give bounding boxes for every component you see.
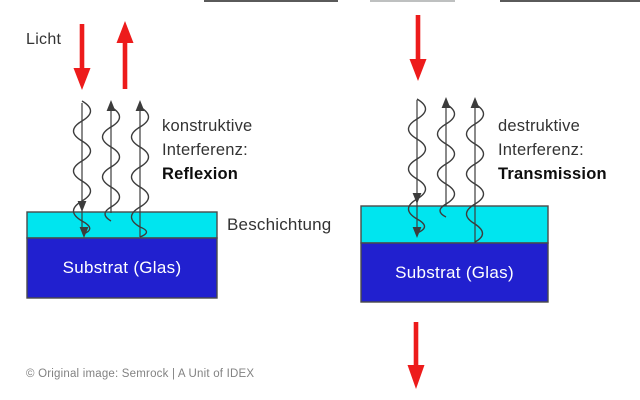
incident-wave-left [72,100,92,238]
up-arrowhead-icon [106,100,116,111]
down-arrowhead-icon [412,193,422,204]
copyright-line: © Original image: Semrock | A Unit of ID… [26,368,255,380]
substrate-right [360,242,549,303]
right-caption-line1: destruktive [498,117,580,135]
light-label: Licht [26,31,62,48]
up-arrowhead-icon [441,97,451,108]
coating-layer-left [26,211,218,239]
incident-wave-right [407,98,427,238]
right-caption-result: Transmission [498,165,607,183]
down-arrowhead-icon [77,201,87,212]
incident-light-red-down-arrow-icon [73,24,91,90]
left-caption-line1: konstruktive [162,117,253,135]
left-caption-line2: Interferenz: [162,141,248,159]
substrate-left [26,237,218,299]
reflected-wave-right-1 [436,97,456,218]
down-arrowhead-icon [79,227,89,238]
reflected-wave-left-1 [101,100,121,222]
left-caption-result: Reflexion [162,165,239,183]
left-caption: konstruktive Interferenz: Reflexion [162,114,252,186]
up-arrowhead-icon [135,100,145,111]
right-caption: destruktive Interferenz: Transmission [498,114,607,186]
down-arrowhead-icon [412,227,422,238]
transmitted-light-red-down-arrow-icon [407,322,425,389]
coating-label: Beschichtung [227,215,332,234]
right-caption-line2: Interferenz: [498,141,584,159]
reflected-wave-right-2 [465,97,485,243]
reflected-light-red-up-arrow-icon [116,21,134,89]
up-arrowhead-icon [470,97,480,108]
substrate-label-right: Substrat (Glas) [395,262,514,282]
substrate-label-left: Substrat (Glas) [62,258,182,277]
coating-layer-right [360,205,549,244]
incident-light-red-down-arrow-right-icon [409,15,427,81]
reflected-wave-left-2 [130,100,150,238]
